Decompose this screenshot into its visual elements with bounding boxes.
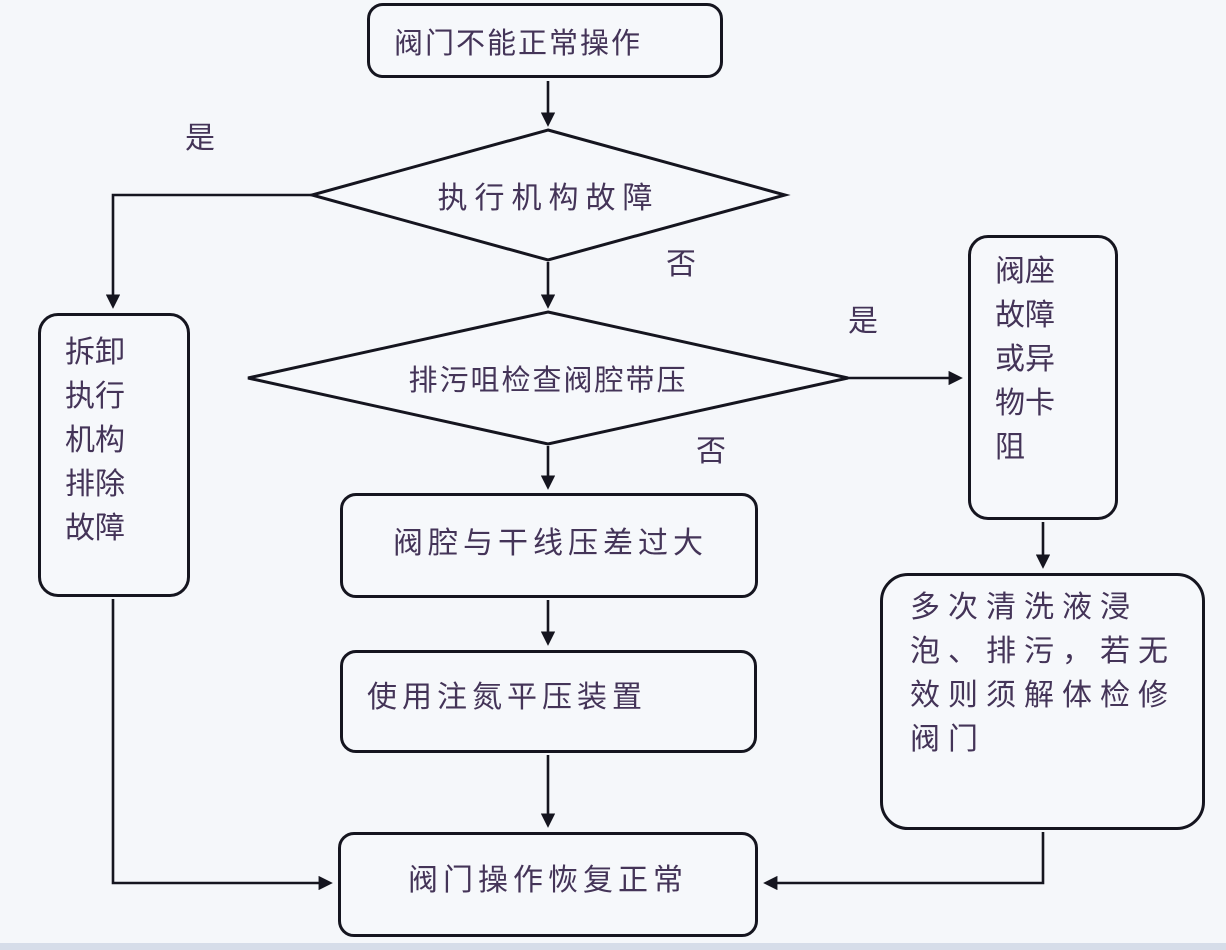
node-seat-row: 或异 [995, 343, 1055, 376]
node-disassemble-row: 故障 [65, 512, 125, 545]
node-seat-row: 阀座 [995, 255, 1055, 288]
connector-actuator-yes-to-disassemble [105, 193, 312, 309]
branch-label-no-drain: 否 [696, 435, 726, 468]
node-start-label: 阀门不能正常操作 [393, 27, 642, 60]
branch-label-yes-drain: 是 [848, 305, 878, 338]
node-operation-normal: 阀门操作恢复正常 [338, 832, 758, 937]
node-pressure-diff-label: 阀腔与干线压差过大 [393, 527, 708, 560]
node-seat-row: 阻 [995, 431, 1025, 464]
node-seat-fault: 阀座 故障 或异 物卡 阻 [968, 235, 1118, 520]
branch-label-no-actuator: 否 [666, 248, 696, 281]
decision-actuator-diamond [306, 128, 791, 262]
bottom-edge-band [0, 943, 1226, 950]
node-disassemble-actuator: 拆卸 执行 机构 排除 故障 [38, 313, 190, 597]
branch-label-yes-actuator: 是 [185, 122, 215, 155]
node-clean-soak-line: 泡、排污，若无 [910, 635, 1176, 668]
node-disassemble-row: 拆卸 [65, 336, 125, 369]
node-clean-soak-line: 多次清洗液浸 [910, 591, 1138, 624]
node-nitrogen-equalize: 使用注氮平压装置 [340, 650, 757, 753]
node-operation-normal-label: 阀门操作恢复正常 [408, 864, 688, 897]
connector-disassemble-to-normal [111, 599, 333, 891]
node-disassemble-row: 执行 [65, 380, 125, 413]
node-decision-drain-label: 排污咀检查阀腔带压 [408, 365, 688, 397]
node-nitrogen-equalize-label: 使用注氮平压装置 [367, 681, 647, 714]
node-disassemble-row: 机构 [65, 424, 125, 457]
node-disassemble-row: 排除 [65, 468, 125, 501]
connector-soak-to-normal [763, 832, 1045, 891]
node-seat-row: 故障 [995, 299, 1055, 332]
node-decision-actuator-label: 执行机构故障 [437, 182, 660, 215]
node-pressure-diff: 阀腔与干线压差过大 [340, 493, 758, 598]
decision-drain-diamond [247, 310, 849, 446]
node-clean-soak-line: 效则须解体检修 [910, 679, 1176, 712]
node-seat-row: 物卡 [995, 387, 1055, 420]
node-clean-soak: 多次清洗液浸 泡、排污，若无 效则须解体检修 阀门 [880, 573, 1205, 830]
node-start: 阀门不能正常操作 [367, 3, 723, 78]
node-clean-soak-line: 阀门 [910, 723, 986, 756]
